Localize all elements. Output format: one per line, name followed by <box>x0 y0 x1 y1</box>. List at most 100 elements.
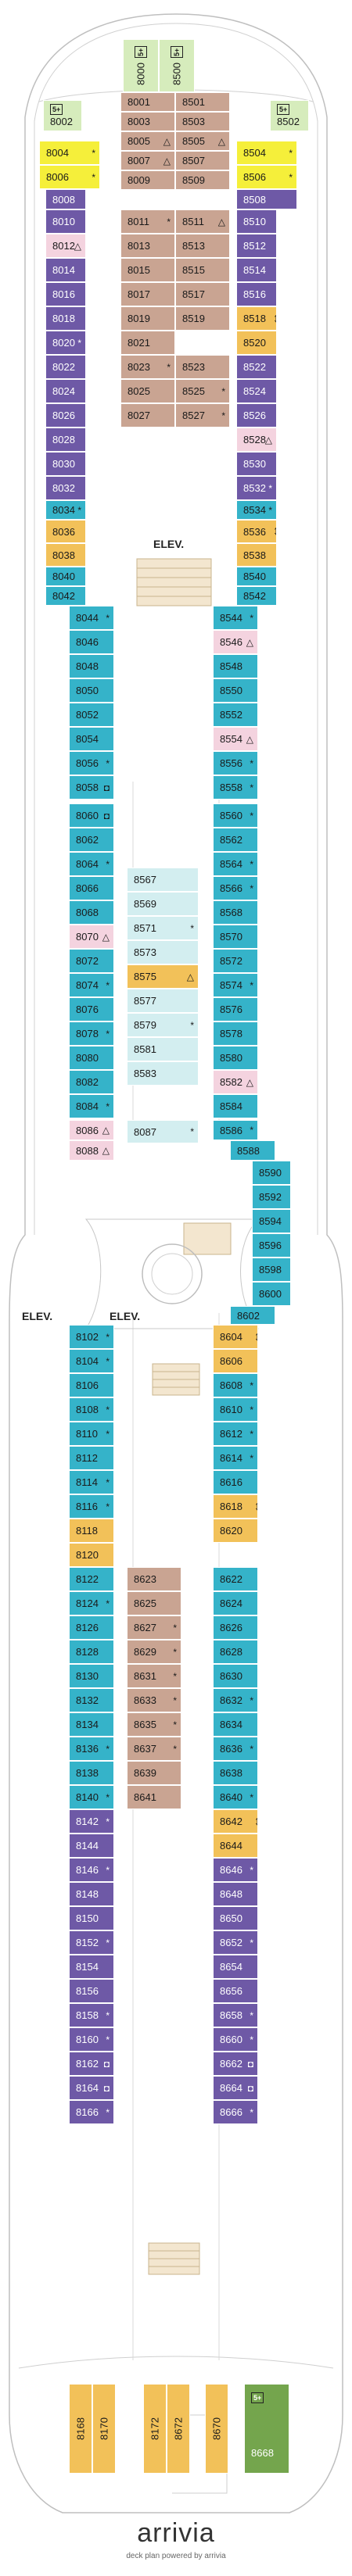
cabin-8040[interactable]: 8040 <box>45 567 86 586</box>
cabin-8164[interactable]: 8164◘ <box>69 2076 114 2100</box>
cabin-8592[interactable]: 8592 <box>252 1185 291 1209</box>
cabin-8516[interactable]: 8516 <box>236 282 277 306</box>
cabin-8552[interactable]: 8552 <box>213 703 258 727</box>
cabin-8504[interactable]: 8504* <box>236 141 297 165</box>
cabin-8623[interactable]: 8623 <box>127 1567 181 1591</box>
cabin-8532[interactable]: 8532* <box>236 476 277 500</box>
cabin-8567[interactable]: 8567 <box>127 868 199 892</box>
cabin-8560[interactable]: 8560* <box>213 803 258 828</box>
cabin-8577[interactable]: 8577 <box>127 989 199 1013</box>
cabin-8042[interactable]: 8042 <box>45 586 86 606</box>
cabin-8639[interactable]: 8639 <box>127 1761 181 1785</box>
cabin-8670[interactable]: 8670 <box>205 2384 228 2474</box>
cabin-8025[interactable]: 8025 <box>120 379 175 403</box>
cabin-8030[interactable]: 8030 <box>45 452 86 476</box>
cabin-8022[interactable]: 8022 <box>45 355 86 379</box>
cabin-8508[interactable]: 8508 <box>236 189 297 209</box>
cabin-8640[interactable]: 8640* <box>213 1785 258 1809</box>
cabin-8523[interactable]: 8523 <box>175 355 230 379</box>
cabin-8654[interactable]: 8654 <box>213 1955 258 1979</box>
cabin-8114[interactable]: 8114* <box>69 1470 114 1494</box>
cabin-8548[interactable]: 8548 <box>213 654 258 678</box>
cabin-8087[interactable]: 8087* <box>127 1120 199 1143</box>
cabin-8606[interactable]: 8606 <box>213 1349 258 1373</box>
cabin-8506[interactable]: 8506* <box>236 165 297 189</box>
cabin-8660[interactable]: 8660* <box>213 2027 258 2052</box>
cabin-8644[interactable]: 8644 <box>213 1834 258 1858</box>
cabin-8084[interactable]: 8084* <box>69 1094 114 1118</box>
cabin-8540[interactable]: 8540 <box>236 567 277 586</box>
cabin-8010[interactable]: 8010 <box>45 209 86 234</box>
cabin-8112[interactable]: 8112 <box>69 1446 114 1470</box>
cabin-8072[interactable]: 8072 <box>69 949 114 973</box>
cabin-8569[interactable]: 8569 <box>127 892 199 916</box>
cabin-8156[interactable]: 8156 <box>69 1979 114 2003</box>
cabin-8104[interactable]: 8104* <box>69 1349 114 1373</box>
cabin-8132[interactable]: 8132 <box>69 1688 114 1712</box>
cabin-8652[interactable]: 8652* <box>213 1930 258 1955</box>
cabin-8013[interactable]: 8013 <box>120 234 175 258</box>
cabin-8106[interactable]: 8106 <box>69 1373 114 1397</box>
cabin-8118[interactable]: 8118 <box>69 1519 114 1543</box>
cabin-8622[interactable]: 8622 <box>213 1567 258 1591</box>
cabin-8594[interactable]: 8594 <box>252 1209 291 1233</box>
cabin-8021[interactable]: 8021 <box>120 331 175 355</box>
cabin-8006[interactable]: 8006* <box>39 165 100 189</box>
cabin-8650[interactable]: 8650 <box>213 1906 258 1930</box>
cabin-8525[interactable]: 8525* <box>175 379 230 403</box>
cabin-8017[interactable]: 8017 <box>120 282 175 306</box>
cabin-8005[interactable]: 8005△ <box>120 131 175 151</box>
cabin-8610[interactable]: 8610* <box>213 1397 258 1422</box>
cabin-8008[interactable]: 8008 <box>45 189 86 209</box>
cabin-8638[interactable]: 8638 <box>213 1761 258 1785</box>
cabin-8614[interactable]: 8614* <box>213 1446 258 1470</box>
cabin-8596[interactable]: 8596 <box>252 1233 291 1258</box>
cabin-8076[interactable]: 8076 <box>69 997 114 1021</box>
cabin-8168[interactable]: 8168 <box>69 2384 92 2474</box>
cabin-8581[interactable]: 8581 <box>127 1037 199 1061</box>
cabin-8550[interactable]: 8550 <box>213 678 258 703</box>
cabin-8126[interactable]: 8126 <box>69 1615 114 1640</box>
cabin-8520[interactable]: 8520 <box>236 331 277 355</box>
cabin-8631[interactable]: 8631* <box>127 1664 181 1688</box>
cabin-8564[interactable]: 8564* <box>213 852 258 876</box>
cabin-8048[interactable]: 8048 <box>69 654 114 678</box>
cabin-8162[interactable]: 8162◘ <box>69 2052 114 2076</box>
cabin-8014[interactable]: 8014 <box>45 258 86 282</box>
cabin-8080[interactable]: 8080 <box>69 1046 114 1070</box>
cabin-8158[interactable]: 8158* <box>69 2003 114 2027</box>
cabin-8513[interactable]: 8513 <box>175 234 230 258</box>
cabin-8034[interactable]: 8034* <box>45 500 86 520</box>
cabin-8530[interactable]: 8530 <box>236 452 277 476</box>
cabin-8128[interactable]: 8128 <box>69 1640 114 1664</box>
cabin-8582[interactable]: 8582△ <box>213 1070 258 1094</box>
cabin-8070[interactable]: 8070△ <box>69 925 114 949</box>
cabin-8572[interactable]: 8572 <box>213 949 258 973</box>
cabin-8637[interactable]: 8637* <box>127 1737 181 1761</box>
cabin-8536[interactable]: 8536↕ <box>236 520 277 543</box>
cabin-8172[interactable]: 8172 <box>143 2384 167 2474</box>
cabin-8046[interactable]: 8046 <box>69 630 114 654</box>
cabin-8144[interactable]: 8144 <box>69 1834 114 1858</box>
cabin-8136[interactable]: 8136* <box>69 1737 114 1761</box>
cabin-8011[interactable]: 8011* <box>120 209 175 234</box>
cabin-8505[interactable]: 8505△ <box>175 131 230 151</box>
cabin-8146[interactable]: 8146* <box>69 1858 114 1882</box>
cabin-8580[interactable]: 8580 <box>213 1046 258 1070</box>
cabin-8666[interactable]: 8666* <box>213 2100 258 2124</box>
cabin-8646[interactable]: 8646* <box>213 1858 258 1882</box>
cabin-8608[interactable]: 8608* <box>213 1373 258 1397</box>
cabin-8576[interactable]: 8576 <box>213 997 258 1021</box>
cabin-8140[interactable]: 8140* <box>69 1785 114 1809</box>
cabin-8170[interactable]: 8170 <box>92 2384 116 2474</box>
cabin-8166[interactable]: 8166* <box>69 2100 114 2124</box>
cabin-8009[interactable]: 8009 <box>120 170 175 190</box>
cabin-8086[interactable]: 8086△ <box>69 1120 114 1140</box>
cabin-8566[interactable]: 8566* <box>213 876 258 900</box>
cabin-8602[interactable]: 8602 <box>230 1306 275 1325</box>
cabin-8612[interactable]: 8612* <box>213 1422 258 1446</box>
cabin-8007[interactable]: 8007△ <box>120 151 175 170</box>
cabin-8026[interactable]: 8026 <box>45 403 86 428</box>
cabin-8110[interactable]: 8110* <box>69 1422 114 1446</box>
